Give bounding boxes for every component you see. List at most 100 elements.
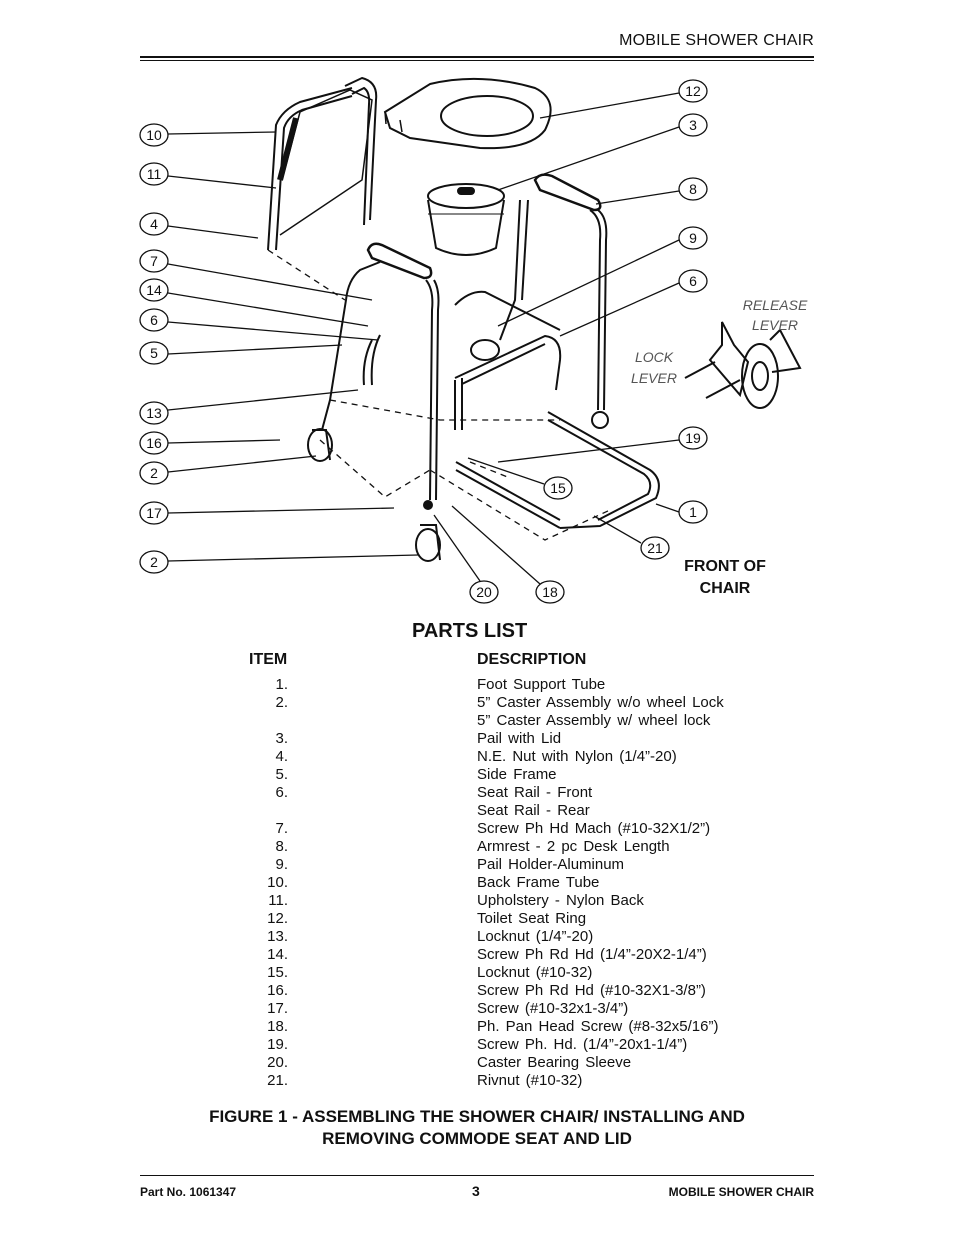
footer-part-number: Part No. 1061347: [140, 1185, 237, 1199]
parts-row-description: Screw Ph Hd Mach (#10-32X1/2”): [477, 820, 711, 837]
right-frame: [499, 173, 609, 429]
release-lever-label-1: RELEASE: [743, 297, 808, 313]
back-frame: [267, 76, 378, 251]
parts-row: 6. Seat Rail - Front: [0, 784, 954, 802]
footer-rule: [140, 1175, 814, 1176]
parts-row-number: 20.: [267, 1054, 288, 1071]
callout-7: 7: [150, 253, 158, 269]
parts-row: 7. Screw Ph Hd Mach (#10-32X1/2”): [0, 820, 954, 838]
parts-row-description: Seat Rail - Rear: [477, 802, 590, 819]
callout-1: 1: [689, 504, 697, 520]
lock-lever-label-1: LOCK: [635, 349, 674, 365]
header-rule: [140, 56, 814, 58]
callout-11: 11: [147, 166, 162, 182]
parts-row: 1.Foot Support Tube: [0, 676, 954, 694]
front-of-chair-label: FRONT OF CHAIR: [660, 556, 790, 600]
parts-row-description: Side Frame: [477, 766, 557, 783]
assembly-diagram: 10 11 4 7 14 6 5 13 16 2 17 2 12 3 8 9 6…: [139, 76, 808, 604]
parts-row-number: 4.: [275, 748, 288, 765]
parts-row: 17.Screw (#10-32x1-3/4”): [0, 1000, 954, 1018]
parts-row-description: Pail with Lid: [477, 730, 562, 747]
parts-row-description: Locknut (#10-32): [477, 964, 593, 981]
parts-row-description: Caster Bearing Sleeve: [477, 1054, 632, 1071]
parts-row-description: Pail Holder-Aluminum: [477, 856, 625, 873]
callout-17: 17: [146, 505, 162, 521]
parts-row-description: 5” Caster Assembly w/o wheel Lock: [477, 694, 724, 711]
parts-row-number: 21.: [267, 1072, 288, 1089]
casters: [307, 428, 441, 562]
header-title: MOBILE SHOWER CHAIR: [619, 32, 814, 49]
seat-rails: [454, 290, 562, 430]
footer-title: MOBILE SHOWER CHAIR: [668, 1185, 814, 1199]
parts-row-number: 6.: [275, 784, 288, 801]
parts-row: 11. Upholstery - Nylon Back: [0, 892, 954, 910]
release-lever-label-2: LEVER: [752, 317, 798, 333]
callout-2-lower: 2: [150, 554, 158, 570]
parts-row-description: Screw (#10-32x1-3/4”): [477, 1000, 629, 1017]
parts-row-number: 12.: [267, 910, 288, 927]
caster-detail: [684, 321, 802, 409]
parts-row: 12. Toilet Seat Ring: [0, 910, 954, 928]
parts-row-description: Toilet Seat Ring: [477, 910, 587, 927]
callout-15: 15: [550, 480, 566, 496]
column-header-item: ITEM: [249, 651, 288, 668]
figure-caption: FIGURE 1 - ASSEMBLING THE SHOWER CHAIR/ …: [140, 1106, 814, 1150]
callout-4: 4: [150, 216, 158, 232]
parts-row: 5” Caster Assembly w/ wheel lock: [0, 712, 954, 730]
footer-page-number: 3: [472, 1183, 480, 1199]
callout-6-right: 6: [689, 273, 697, 289]
parts-row-description: Upholstery - Nylon Back: [477, 892, 644, 909]
parts-row: 10. Back Frame Tube: [0, 874, 954, 892]
callout-20: 20: [476, 584, 492, 600]
parts-row: 5. Side Frame: [0, 766, 954, 784]
parts-row: 8. Armrest - 2 pc Desk Length: [0, 838, 954, 856]
parts-row-number: 18.: [267, 1018, 288, 1035]
callout-16: 16: [146, 435, 162, 451]
pail: [427, 183, 505, 256]
callout-10: 10: [146, 127, 162, 143]
callout-12: 12: [685, 83, 701, 99]
callout-14: 14: [146, 282, 162, 298]
parts-row-description: Rivnut (#10-32): [477, 1072, 583, 1089]
parts-row: 16.Screw Ph Rd Hd (#10-32X1-3/8”): [0, 982, 954, 1000]
parts-row: 4. N.E. Nut with Nylon (1/4”-20): [0, 748, 954, 766]
parts-row-number: 11.: [268, 892, 288, 909]
parts-row: 19.Screw Ph. Hd. (1/4”-20x1-1/4”): [0, 1036, 954, 1054]
parts-row-description: 5” Caster Assembly w/ wheel lock: [477, 712, 711, 729]
callout-2-upper: 2: [150, 465, 158, 481]
parts-row-number: 14.: [267, 946, 288, 963]
parts-row: 18. Ph. Pan Head Screw (#8-32x5/16”): [0, 1018, 954, 1036]
parts-row: 3. Pail with Lid: [0, 730, 954, 748]
toilet-seat-ring: [383, 77, 552, 150]
parts-row-number: 10.: [267, 874, 288, 891]
callout-19: 19: [685, 430, 701, 446]
callouts-left: [139, 123, 419, 574]
callouts-right: [433, 79, 708, 604]
parts-row-number: 7.: [275, 820, 288, 837]
parts-list-title: PARTS LIST: [412, 620, 528, 642]
parts-row-number: 15.: [267, 964, 288, 981]
parts-row: 2. 5” Caster Assembly w/o wheel Lock: [0, 694, 954, 712]
callout-8: 8: [689, 181, 697, 197]
callout-3: 3: [689, 117, 697, 133]
header-rule-thin: [140, 60, 814, 61]
parts-row-number: 2.: [275, 694, 288, 711]
foot-support-tube: [455, 411, 660, 529]
parts-row: 21. Rivnut (#10-32): [0, 1072, 954, 1090]
parts-row: 14. Screw Ph Rd Hd (1/4”-20X2-1/4”): [0, 946, 954, 964]
parts-row-description: Seat Rail - Front: [477, 784, 593, 801]
parts-row-description: Armrest - 2 pc Desk Length: [477, 838, 670, 855]
assembly-lines: [267, 249, 611, 541]
parts-row-number: 3.: [275, 730, 288, 747]
parts-row-description: Back Frame Tube: [477, 874, 600, 891]
front-label-line2: CHAIR: [699, 580, 751, 597]
parts-row-number: 8.: [275, 838, 288, 855]
parts-row-number: 5.: [275, 766, 288, 783]
parts-row-description: Ph. Pan Head Screw (#8-32x5/16”): [477, 1018, 719, 1035]
parts-row-description: N.E. Nut with Nylon (1/4”-20): [477, 748, 677, 765]
callout-13: 13: [146, 405, 162, 421]
parts-row-description: Screw Ph Rd Hd (1/4”-20X2-1/4”): [477, 946, 707, 963]
parts-row: 20. Caster Bearing Sleeve: [0, 1054, 954, 1072]
front-label-line1: FRONT OF: [684, 558, 766, 575]
lock-lever-label-2: LEVER: [631, 370, 677, 386]
